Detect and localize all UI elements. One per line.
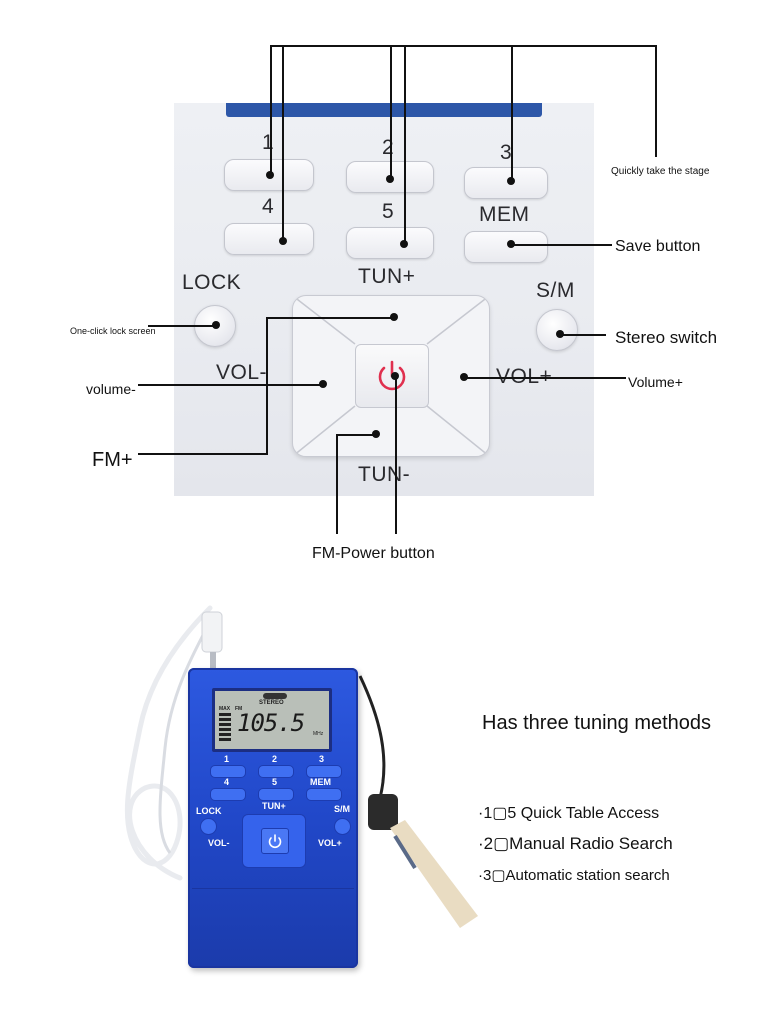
lcd-stereo: STEREO	[259, 700, 284, 706]
radio-lcd: STEREO MAX FM 105.5 MHz	[212, 688, 332, 752]
lcd-edge	[226, 103, 542, 117]
feature-item-3: ·3▢Automatic station search	[478, 867, 670, 884]
key-label-sm: S/M	[536, 279, 575, 302]
radio-key-label-tun-plus: TUN+	[262, 801, 286, 811]
key-label-lock: LOCK	[182, 271, 242, 294]
key-label-1: 1	[262, 131, 275, 154]
tun-minus-key[interactable]	[333, 410, 449, 452]
features-heading: Has three tuning methods	[482, 712, 712, 734]
mem-button[interactable]	[464, 231, 548, 263]
radio-key-label-1: 1	[224, 754, 230, 764]
key-label-tun-plus: TUN+	[358, 265, 416, 288]
keypad-closeup-photo: 1 2 3 4 5 MEM TUN+ LOCK S/M VOL- VOL+ TU…	[174, 103, 594, 496]
battery-icon	[263, 693, 287, 699]
radio-seam	[192, 888, 354, 889]
callout-quick-stage: Quickly take the stage	[611, 166, 710, 177]
dpad-divider-lines	[293, 296, 489, 456]
key-label-5: 5	[382, 200, 395, 223]
callout-power-button: FM-Power button	[312, 545, 435, 562]
radio-preset-4-button[interactable]	[210, 788, 246, 801]
key-label-2: 2	[382, 136, 395, 159]
radio-key-label-3: 3	[319, 754, 325, 764]
vol-plus-key[interactable]	[431, 336, 485, 416]
radio-key-label-sm: S/M	[334, 804, 351, 814]
preset-3-button[interactable]	[464, 167, 548, 199]
key-label-tun-minus: TUN-	[358, 463, 411, 486]
radio-key-label-5: 5	[272, 777, 278, 787]
direction-pad	[292, 295, 490, 457]
key-label-vol-minus: VOL-	[216, 361, 268, 384]
key-label-3: 3	[500, 141, 513, 164]
radio-key-label-mem: MEM	[310, 777, 331, 787]
vol-minus-key[interactable]	[297, 336, 351, 416]
lcd-max: MAX	[219, 706, 231, 712]
earphone-cable	[124, 605, 478, 928]
feature-item-2: ·2▢Manual Radio Search	[478, 834, 673, 853]
feature-item-1: ·1▢5 Quick Table Access	[478, 805, 660, 822]
key-label-mem: MEM	[479, 203, 530, 226]
callout-lock-screen: One-click lock screen	[70, 326, 156, 336]
callout-save-button: Save button	[615, 238, 701, 255]
radio-direction-pad[interactable]	[242, 814, 306, 868]
callout-fm-plus: FM+	[92, 449, 133, 471]
radio-key-label-vol-plus: VOL+	[318, 838, 342, 848]
lcd-frequency: 105.5	[237, 709, 305, 737]
radio-key-label-lock: LOCK	[196, 806, 222, 816]
radio-lock-button[interactable]	[200, 818, 217, 835]
lcd-fm: FM	[235, 706, 243, 712]
radio-mem-button[interactable]	[306, 788, 342, 801]
radio-preset-5-button[interactable]	[258, 788, 294, 801]
radio-key-label-2: 2	[272, 754, 278, 764]
radio-preset-1-button[interactable]	[210, 765, 246, 778]
callout-volume-plus: Volume+	[628, 374, 683, 390]
radio-power-button[interactable]	[261, 828, 289, 854]
key-label-vol-plus: VOL+	[496, 365, 553, 388]
callout-stereo-switch: Stereo switch	[615, 328, 718, 347]
preset-4-button[interactable]	[224, 223, 314, 255]
radio-sm-button[interactable]	[334, 818, 351, 835]
callout-volume-minus: volume-	[86, 381, 136, 397]
key-label-4: 4	[262, 195, 275, 218]
lcd-unit: MHz	[313, 731, 324, 737]
radio-key-label-vol-minus: VOL-	[208, 838, 230, 848]
radio-preset-2-button[interactable]	[258, 765, 294, 778]
radio-power-icon	[268, 834, 282, 849]
signal-meter-icon	[219, 713, 231, 741]
radio-key-label-4: 4	[224, 777, 230, 787]
radio-preset-3-button[interactable]	[306, 765, 342, 778]
radio-body: STEREO MAX FM 105.5 MHz 1 2 3 4 5 MEM TU…	[188, 668, 358, 968]
preset-5-button[interactable]	[346, 227, 434, 259]
